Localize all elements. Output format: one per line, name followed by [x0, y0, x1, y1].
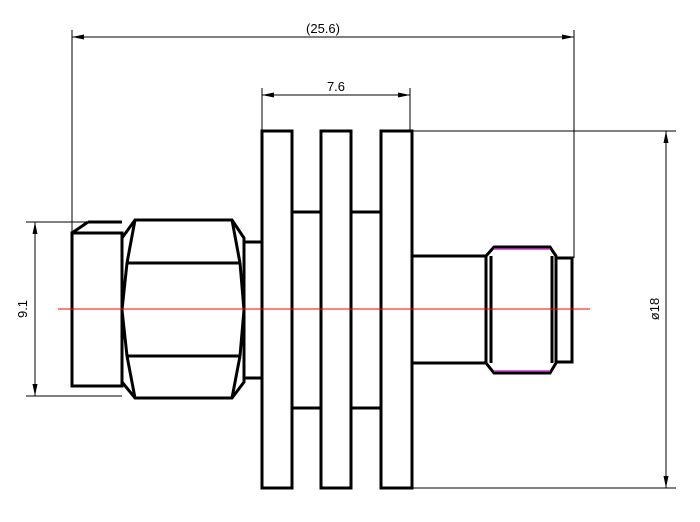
dimension-lines [26, 30, 676, 489]
overall-length-label: (25.6) [306, 21, 340, 36]
hex-nut [120, 218, 246, 400]
neck [244, 240, 262, 380]
left-plug-nose [70, 220, 124, 388]
flange-diameter-label: ø18 [647, 298, 662, 320]
right-body [412, 254, 486, 365]
left-diameter-label: 9.1 [15, 300, 30, 318]
right-jack [484, 245, 574, 375]
fin-span-label: 7.6 [327, 79, 345, 94]
